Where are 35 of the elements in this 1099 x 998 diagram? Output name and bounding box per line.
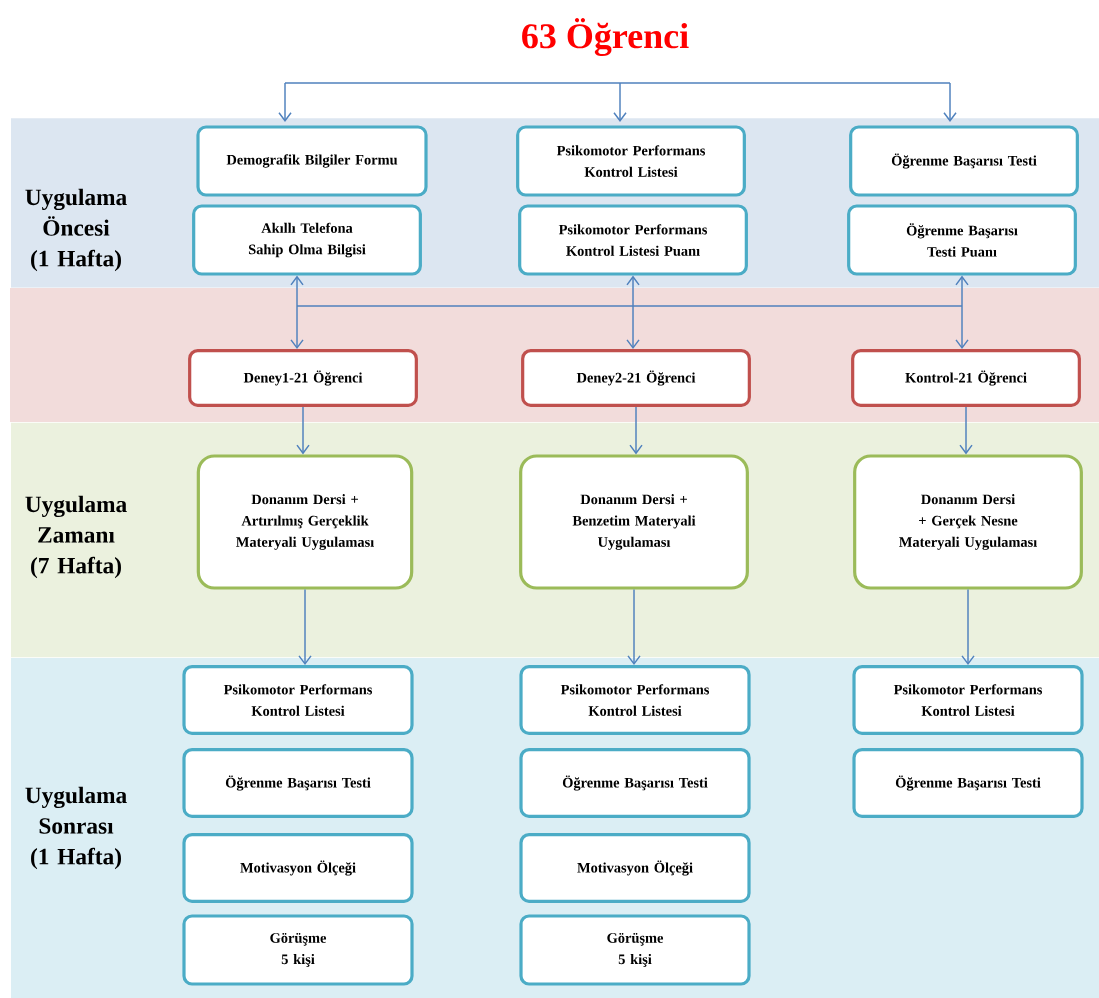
process-box: Demografik Bilgiler Formu <box>196 125 428 197</box>
process-box: Psikomotor Performans Kontrol Listesi <box>516 125 746 197</box>
arrow <box>613 82 627 122</box>
arrow <box>290 275 304 350</box>
arrow <box>629 406 643 455</box>
process-box: Öğrenme Başarısı Testi Puanı <box>847 204 1077 276</box>
process-box: Öğrenme Başarısı Testi <box>849 125 1079 197</box>
process-box: Akıllı Telefona Sahip Olma Bilgisi <box>192 204 422 276</box>
process-box: Kontrol-21 Öğrenci <box>851 349 1081 407</box>
arrow <box>626 275 640 350</box>
process-box: Görüşme 5 kişi <box>519 914 751 986</box>
arrow <box>943 82 957 122</box>
arrow <box>298 588 312 666</box>
title: 63 Öğrenci <box>522 18 689 56</box>
arrow <box>627 588 641 666</box>
arrow <box>959 406 973 455</box>
process-box: Psikomotor Performans Kontrol Listesi <box>852 665 1084 735</box>
process-box: Deney1-21 Öğrenci <box>188 349 418 407</box>
process-box: Görüşme 5 kişi <box>182 914 414 986</box>
arrow <box>296 406 310 455</box>
arrow <box>278 82 292 122</box>
arrow <box>955 275 969 350</box>
process-box: Donanım Dersi + Artırılmış Gerçeklik Materyali Uygulaması <box>196 454 414 590</box>
process-box: Öğrenme Başarısı Testi <box>182 748 414 818</box>
process-box: Psikomotor Performans Kontrol Listesi Puanı <box>518 204 748 276</box>
process-box: Deney2-21 Öğrenci <box>521 349 751 407</box>
process-box: Donanım Dersi + Gerçek Nesne Materyali Uygulaması <box>853 454 1083 590</box>
process-box: Donanım Dersi + Benzetim Materyali Uygulaması <box>519 454 749 590</box>
process-box: Psikomotor Performans Kontrol Listesi <box>182 665 414 735</box>
process-box: Motivasyon Ölçeği <box>182 833 414 903</box>
process-box: Motivasyon Ölçeği <box>519 833 751 903</box>
process-box: Öğrenme Başarısı Testi <box>519 748 751 818</box>
process-box: Öğrenme Başarısı Testi <box>852 748 1084 818</box>
process-box: Psikomotor Performans Kontrol Listesi <box>519 665 751 735</box>
arrow <box>961 588 975 666</box>
